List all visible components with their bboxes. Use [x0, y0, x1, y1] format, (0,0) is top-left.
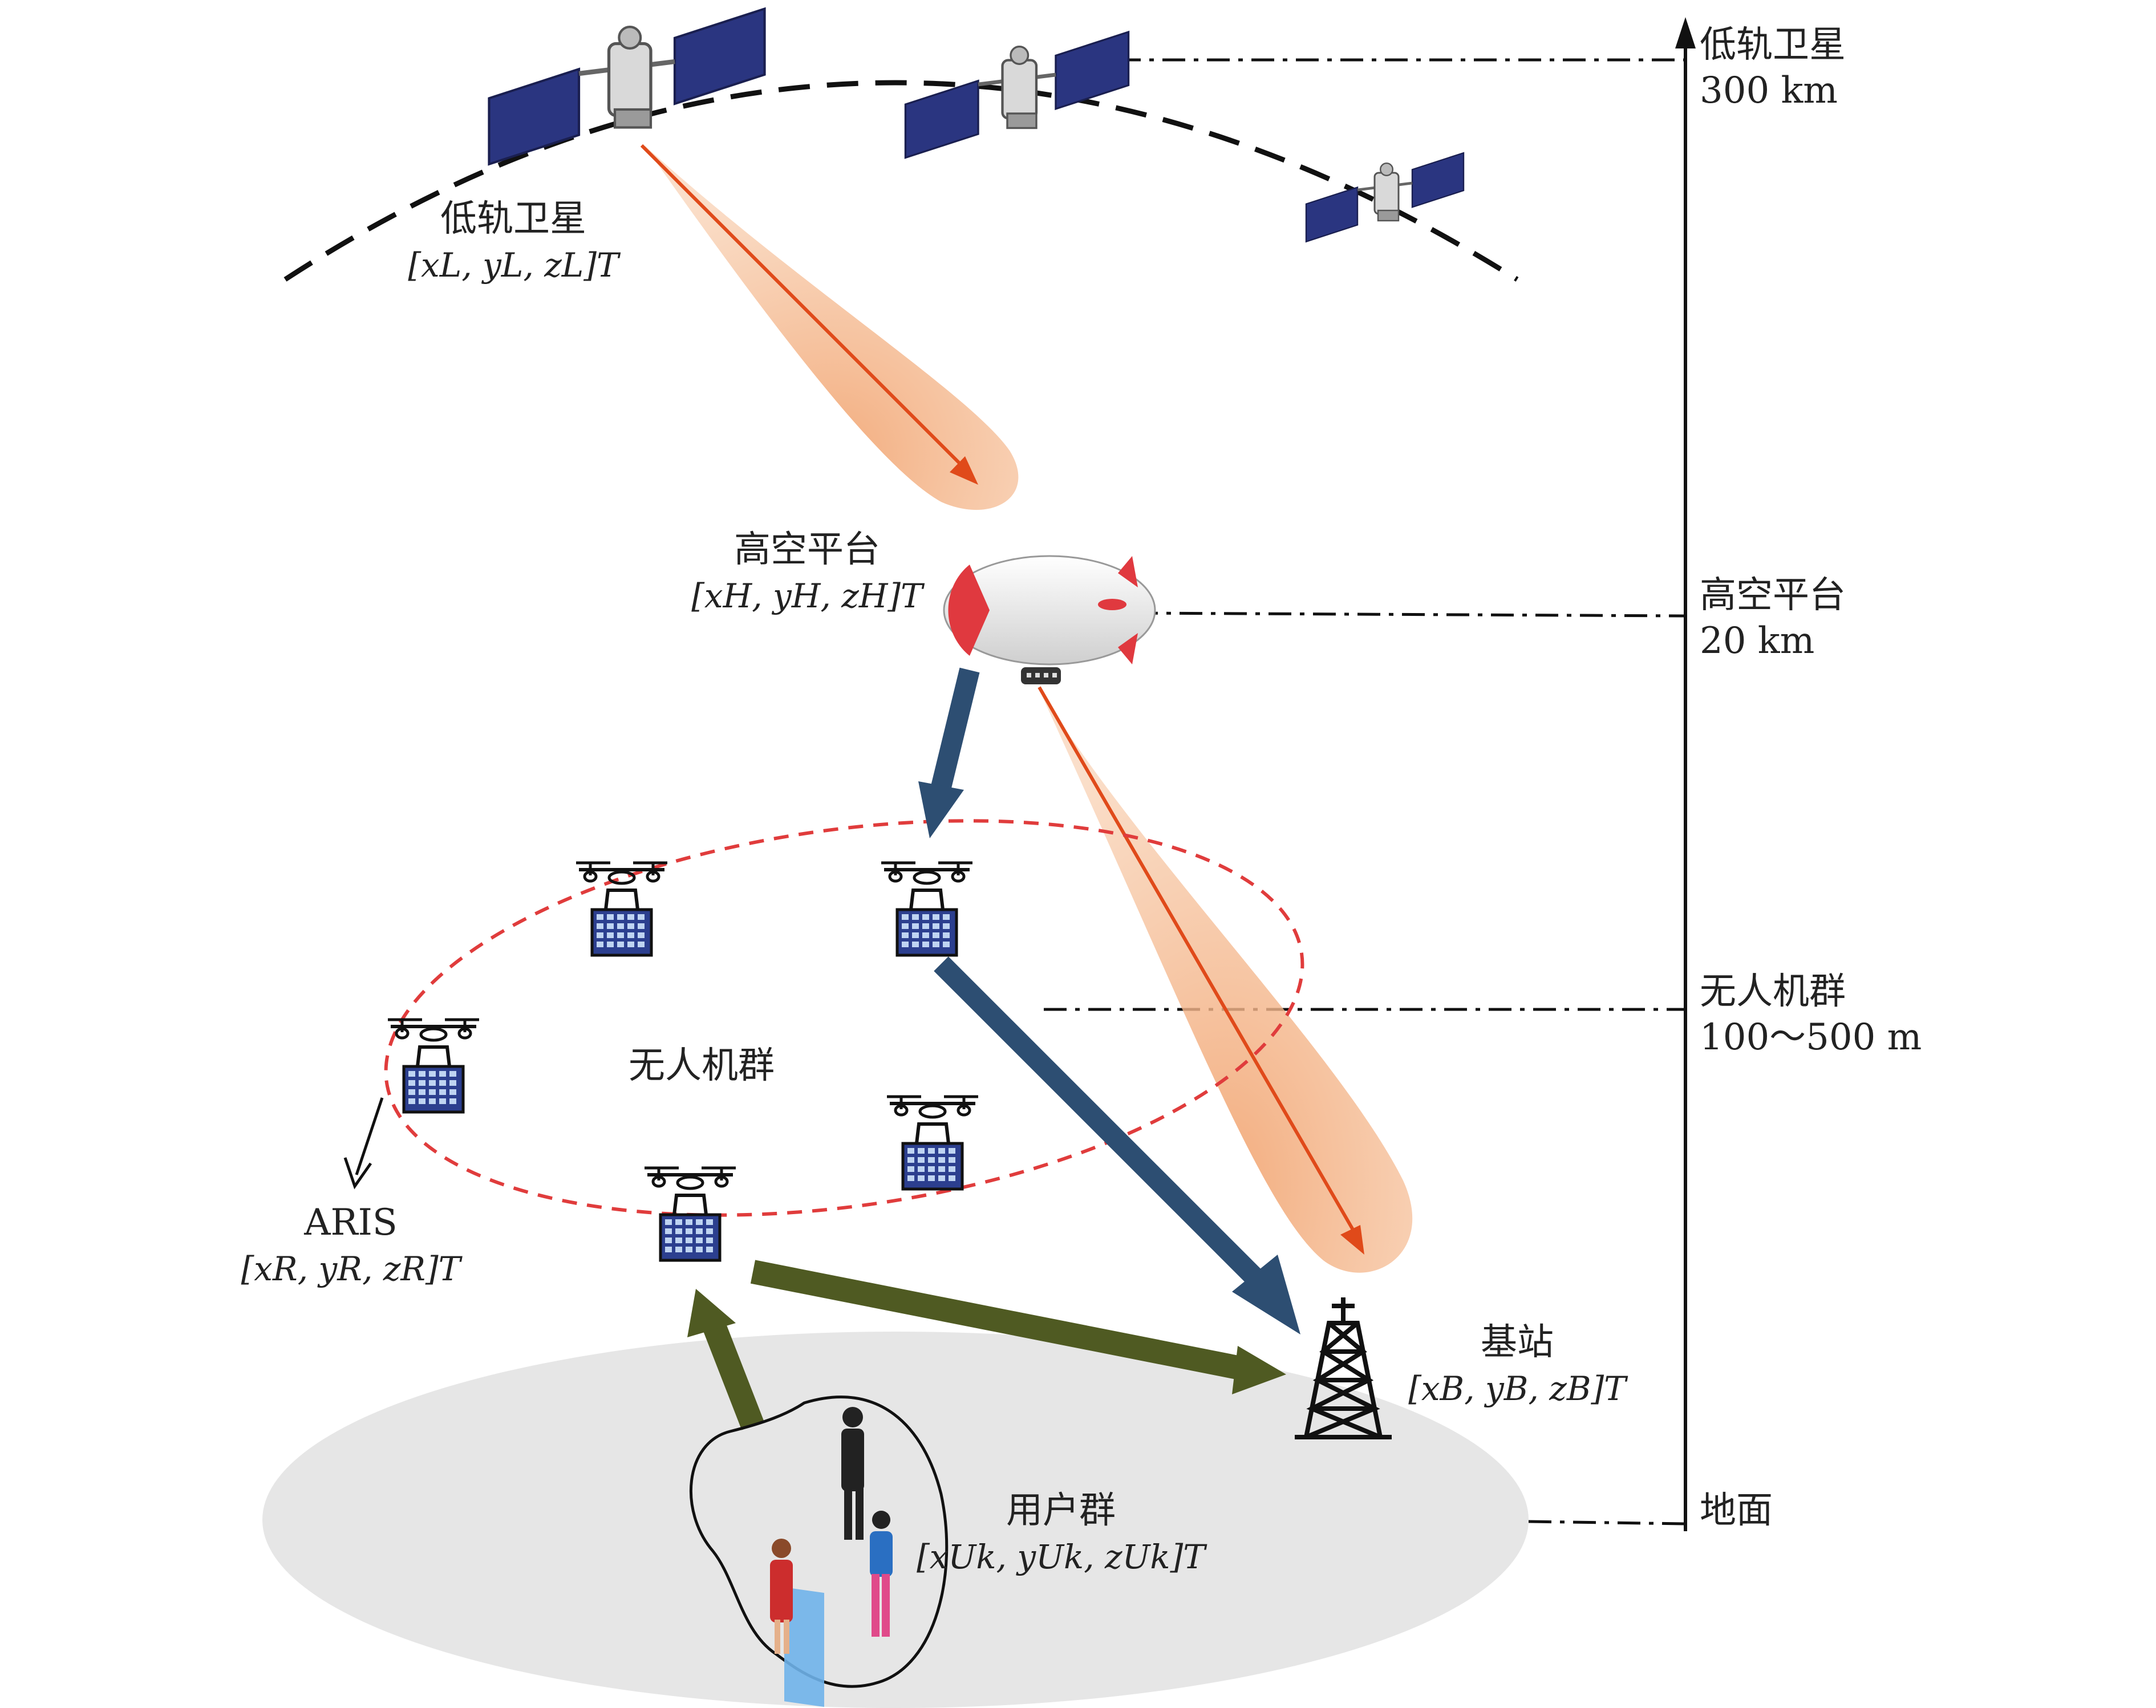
- leo-satellite-3-icon: [1306, 153, 1464, 242]
- user-to-uav-link: [687, 1289, 764, 1430]
- altitude-axis-arrow: [1675, 17, 1696, 48]
- base-station-label: 基站: [1481, 1321, 1554, 1364]
- axis-hap-name: 高空平台: [1700, 574, 1846, 616]
- hap-label: 高空平台: [734, 529, 880, 571]
- ground-area: [262, 1332, 1529, 1708]
- axis-leo-name: 低轨卫星: [1700, 24, 1846, 66]
- hap-level-line: [1134, 611, 1686, 618]
- uav-swarm-label: 无人机群: [629, 1045, 775, 1087]
- leo-satellite-main-icon: [489, 9, 765, 164]
- aris-pointer-arrow: [343, 1097, 384, 1190]
- ris-uav-1-icon: [576, 863, 667, 955]
- ris-uav-2-icon: [881, 863, 972, 955]
- user-group-label: 用户群: [1006, 1490, 1116, 1532]
- axis-uav-name: 无人机群: [1700, 971, 1846, 1013]
- hap-coord: [xH, yH, zH]T: [691, 577, 925, 615]
- user-group-people-icon: [770, 1407, 893, 1707]
- uav-to-bs-link: [934, 956, 1300, 1334]
- axis-hap-height: 20 km: [1700, 620, 1814, 662]
- orbit-arc: [283, 80, 1519, 282]
- ground-level-line: [1528, 1520, 1686, 1526]
- hap-to-uav-link: [918, 667, 980, 838]
- uav-to-bs-green-link: [750, 1260, 1286, 1394]
- aris-label: ARIS: [303, 1202, 398, 1244]
- axis-leo-height: 300 km: [1700, 70, 1838, 112]
- hap-airship-icon: [943, 555, 1156, 684]
- leo-satellite-2-icon: [906, 32, 1129, 158]
- leo-coord: [xL, yL, zL]T: [408, 246, 621, 285]
- base-station-tower-icon: [1295, 1297, 1392, 1439]
- uav-swarm-ellipse: [384, 819, 1304, 1217]
- leo-label: 低轨卫星: [440, 198, 586, 240]
- axis-ground-name: 地面: [1700, 1490, 1773, 1532]
- leo-laser-link: [640, 144, 978, 485]
- base-station-coord: [xB, yB, zB]T: [1408, 1369, 1628, 1408]
- user-group-coord: [xUk, yUk, zUk]T: [917, 1537, 1207, 1576]
- hap-laser-link: [1038, 686, 1364, 1255]
- hap-beam: [1038, 687, 1413, 1273]
- level-guides: [1044, 58, 1686, 1526]
- leo-beam: [645, 145, 1019, 510]
- ris-uav-3-icon: [388, 1020, 479, 1112]
- ris-uav-4-icon: [887, 1097, 978, 1189]
- axis-uav-height: 100～500 m: [1700, 1016, 1922, 1058]
- aris-coord: [xR, yR, zR]T: [241, 1249, 463, 1288]
